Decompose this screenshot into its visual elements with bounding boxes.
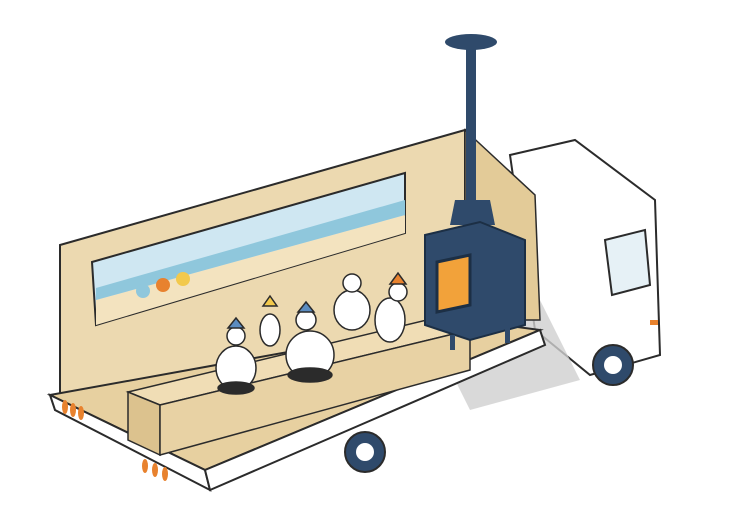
- parasol-icon: [156, 278, 170, 292]
- person: [333, 289, 371, 331]
- tail-lights: [62, 400, 168, 481]
- person: [259, 313, 281, 347]
- fire-window: [435, 253, 472, 314]
- wheels: [344, 344, 634, 473]
- parasol-icon: [176, 272, 190, 286]
- sauna-guests: [215, 271, 408, 395]
- cab-light: [650, 320, 658, 325]
- cab-window: [603, 228, 652, 297]
- chimney-cap: [445, 34, 497, 50]
- wood-stove: [424, 34, 526, 350]
- panorama-window: [90, 171, 406, 327]
- chimney: [466, 45, 476, 205]
- parasol-icon: [136, 284, 150, 298]
- person: [374, 297, 406, 343]
